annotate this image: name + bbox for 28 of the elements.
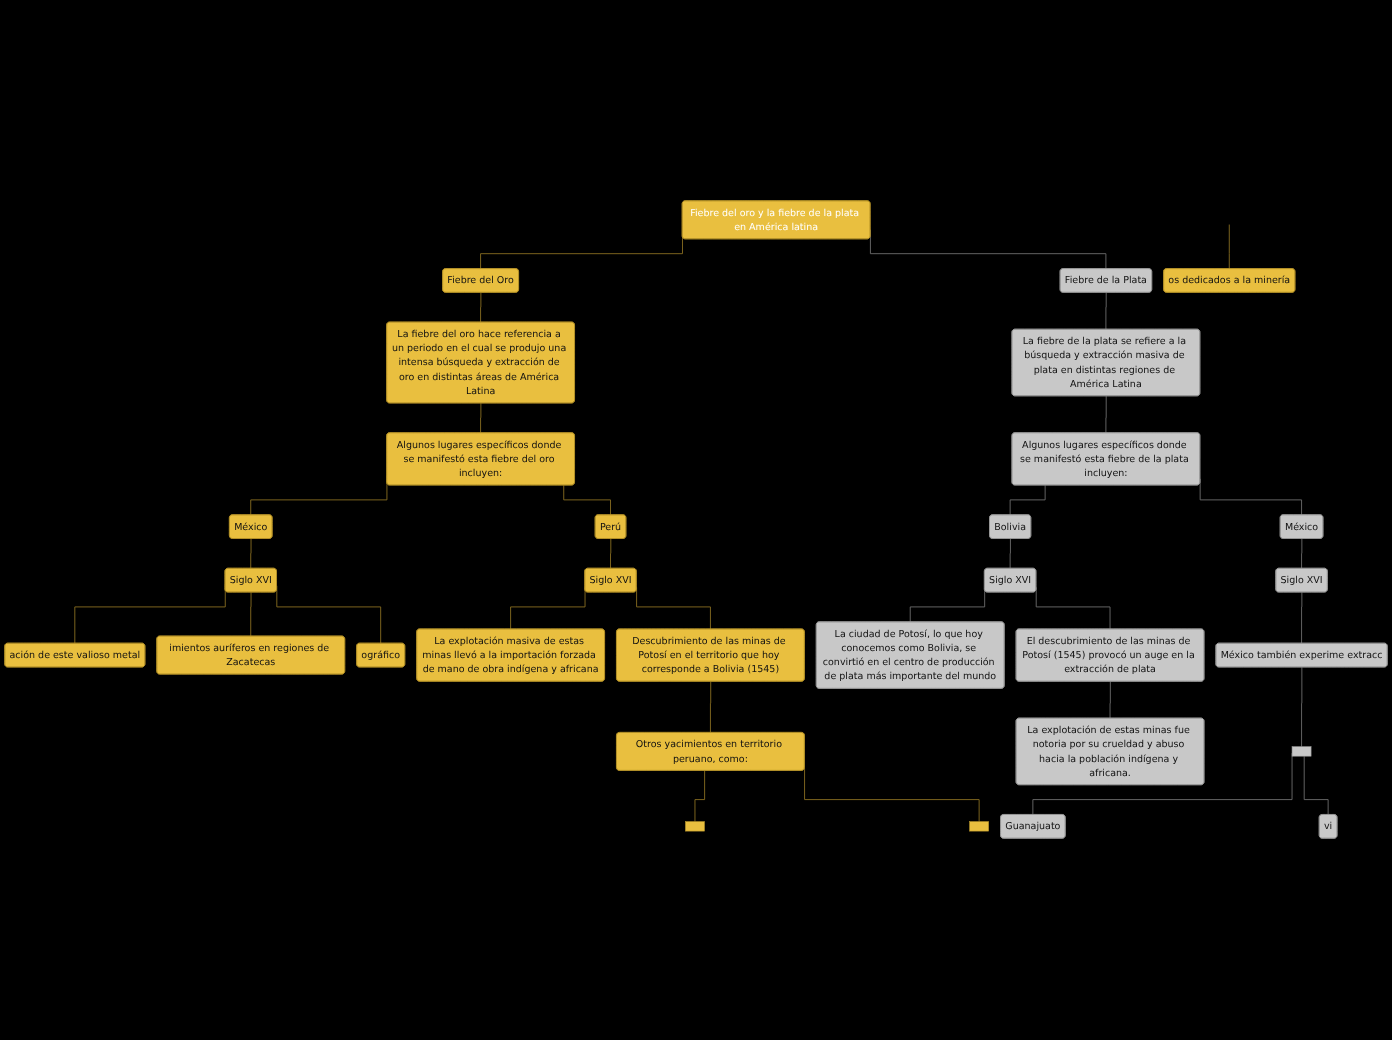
connector: [250, 538, 252, 570]
connector: [1301, 667, 1303, 748]
connector: [1303, 756, 1329, 816]
connector: [610, 538, 612, 570]
connector: [1228, 224, 1230, 270]
connector: [636, 587, 712, 631]
connector: [1301, 538, 1303, 570]
connector: [276, 585, 382, 645]
node-box: [1291, 746, 1312, 757]
connector: [480, 403, 482, 434]
connector: [1032, 753, 1293, 816]
connector: [563, 485, 612, 516]
connector: [1009, 485, 1046, 516]
connector: [510, 587, 586, 631]
connector: [804, 768, 980, 823]
connector: [710, 681, 712, 734]
connector: [1035, 587, 1111, 631]
connector: [1009, 538, 1011, 570]
connector: [250, 592, 252, 638]
connector: [694, 770, 706, 823]
node-box: [969, 821, 989, 832]
connector: [1109, 681, 1111, 720]
node-box: [685, 821, 705, 832]
connector: [909, 587, 986, 624]
connector: [1301, 592, 1303, 645]
connector: [1105, 292, 1107, 331]
connector: [480, 292, 482, 324]
connector: [1105, 396, 1107, 434]
